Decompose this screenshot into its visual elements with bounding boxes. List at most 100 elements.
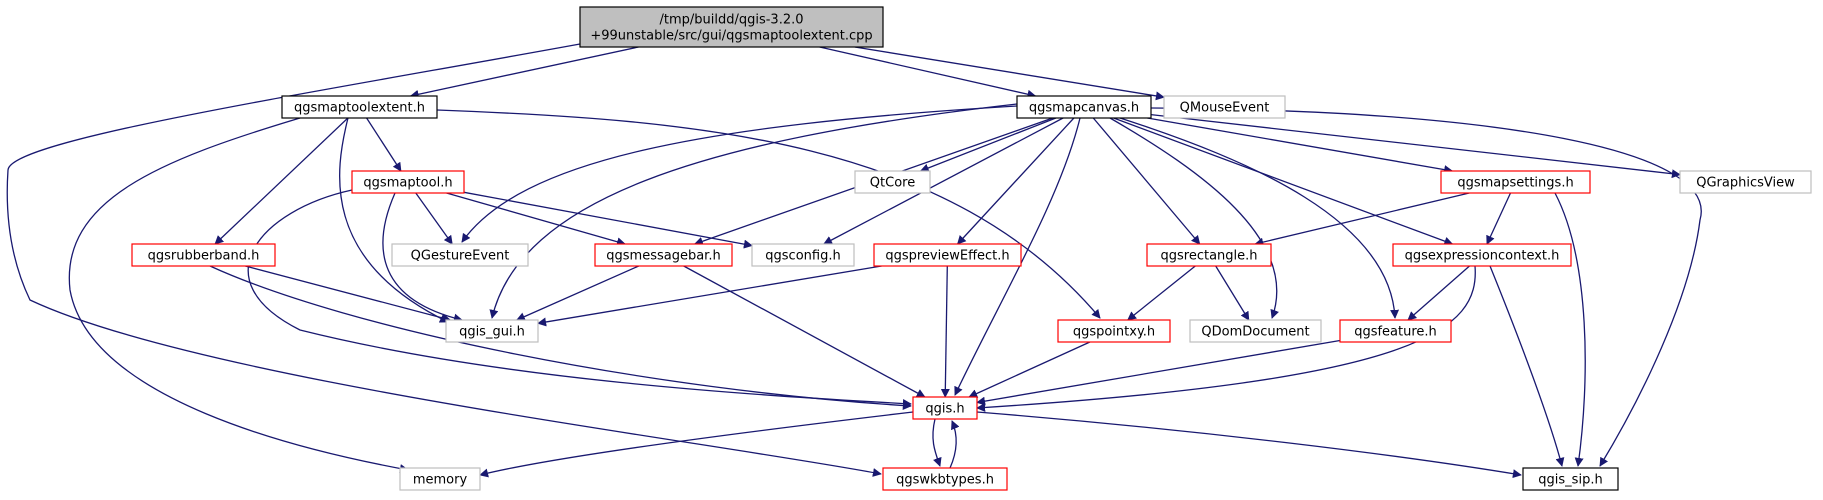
node-label-qgestureevent: QGestureEvent (411, 249, 510, 264)
node-box-qgsexpressioncontext_h[interactable] (1392, 243, 1572, 267)
node-qgis_sip_h[interactable]: qgis_sip.h (1522, 467, 1619, 491)
node-box-qgsmapcanvas_h[interactable] (1016, 95, 1152, 119)
node-box-qgswkbtypes_h[interactable] (882, 467, 1008, 491)
node-label-qgis_gui_h: qgis_gui.h (459, 325, 525, 340)
node-qgis_gui_h[interactable]: qgis_gui.h (445, 319, 539, 343)
edge-qgsmapsettings_h-to-qgsexpressioncontext_h (1486, 192, 1512, 245)
edge-qgsmessagebar_h-to-qgis_h (683, 265, 926, 398)
edge-qgsmapsettings_h-to-qgsrectangle_h (1254, 192, 1470, 247)
node-qgestureevent[interactable]: QGestureEvent (391, 243, 529, 267)
edge-qgsmapcanvas_h-to-qgspreviewEffect_h (956, 117, 1075, 245)
node-label-qgspointxy_h: qgspointxy.h (1073, 325, 1155, 340)
edge-qgsmaptool_h-to-qgsconfig_h (463, 191, 753, 249)
node-box-qgestureevent[interactable] (391, 243, 529, 267)
node-label-qgsmaptool_h: qgsmaptool.h (363, 176, 452, 191)
node-label-qgsmaptoolextent_h: qgsmaptoolextent.h (294, 101, 425, 116)
edge-qgsmaptool_h-to-qgsmessagebar_h (446, 192, 626, 247)
node-box-qgspreviewEffect_h[interactable] (873, 243, 1022, 267)
node-label-qgsrubberband_h: qgsrubberband.h (148, 249, 260, 264)
node-box-qgsmaptool_h[interactable] (351, 170, 465, 194)
node-box-qgsconfig_h[interactable] (751, 243, 855, 267)
node-label-qgis_sip_h: qgis_sip.h (1538, 473, 1602, 488)
node-label-qdomdocument: QDomDocument (1201, 325, 1309, 340)
edge-qgsmapcanvas_h-to-qgsexpressioncontext_h (1113, 117, 1454, 246)
edge-qgsmaptoolextent_h-to-qgis_gui_h (339, 117, 449, 323)
edge-qgsmaptool_h-to-qgis_gui_h (382, 192, 463, 323)
node-box-qgspointxy_h[interactable] (1057, 319, 1171, 343)
node-qgsmaptool_h[interactable]: qgsmaptool.h (351, 170, 465, 194)
node-memory[interactable]: memory (399, 467, 481, 491)
edge-qgis_h-to-qgis_sip_h (976, 411, 1522, 479)
node-box-qgsrubberband_h[interactable] (131, 243, 276, 267)
node-qgraphicsview[interactable]: QGraphicsView (1679, 170, 1812, 194)
edge-qgsmapcanvas_h-to-qtcore (919, 117, 1057, 173)
node-box-qdomdocument[interactable] (1189, 319, 1322, 343)
node-qgspointxy_h[interactable]: qgspointxy.h (1057, 319, 1171, 343)
edge-qgsmapcanvas_h-to-qgestureevent (461, 105, 1018, 243)
node-box-memory[interactable] (399, 467, 481, 491)
node-qgis_h[interactable]: qgis.h (912, 396, 978, 420)
edge-qgsmaptoolextent_h-to-qgsrubberband_h (214, 117, 349, 245)
edge-qgsmessagebar_h-to-qgis_gui_h (515, 265, 639, 321)
edge-qgsrectangle_h-to-qgspointxy_h (1127, 265, 1196, 321)
node-qgsrubberband_h[interactable]: qgsrubberband.h (131, 243, 276, 267)
node-qtcore[interactable]: QtCore (854, 170, 931, 194)
node-label-root-line-2: +99unstable/src/gui/qgsmaptoolextent.cpp (590, 29, 872, 44)
node-label-qgis_h: qgis.h (925, 402, 964, 417)
node-label-qgsmapcanvas_h: qgsmapcanvas.h (1029, 101, 1139, 116)
edge-qgspointxy_h-to-qgis_h (968, 341, 1091, 398)
edge-qgsmaptoolextent_h-to-memory (68, 117, 409, 473)
node-box-qgsmaptoolextent_h[interactable] (281, 95, 438, 119)
node-qgspreviewEffect_h[interactable]: qgspreviewEffect.h (873, 243, 1022, 267)
node-qgsconfig_h[interactable]: qgsconfig.h (751, 243, 855, 267)
node-qgsmapsettings_h[interactable]: qgsmapsettings.h (1440, 170, 1591, 194)
node-qmouseevent[interactable]: QMouseEvent (1163, 95, 1286, 119)
node-label-qmouseevent: QMouseEvent (1180, 101, 1270, 116)
node-label-qgsfeature_h: qgsfeature.h (1354, 325, 1437, 340)
edge-qgsrectangle_h-to-qdomdocument (1215, 265, 1250, 321)
node-box-qgsrectangle_h[interactable] (1146, 243, 1272, 267)
node-label-qtcore: QtCore (870, 176, 915, 191)
edge-qgsmapcanvas_h-to-qgis_h (954, 117, 1081, 396)
edge-root-to-qgsmaptoolextent_h (409, 46, 639, 99)
edge-root-to-qmouseevent (854, 46, 1165, 101)
edge-qgsmapcanvas_h-to-qgraphicsview (1150, 113, 1681, 179)
node-qgsmaptoolextent_h[interactable]: qgsmaptoolextent.h (281, 95, 438, 119)
node-label-qgsconfig_h: qgsconfig.h (765, 249, 840, 264)
node-qgsrectangle_h[interactable]: qgsrectangle.h (1146, 243, 1272, 267)
node-root[interactable]: /tmp/buildd/qgis-3.2.0+99unstable/src/gu… (579, 6, 884, 48)
edge-qgsmaptool_h-to-qgis_h (247, 189, 912, 409)
node-label-root-line-1: /tmp/buildd/qgis-3.2.0 (659, 13, 803, 28)
edge-qgsexpressioncontext_h-to-qgis_sip_h (1489, 265, 1565, 467)
node-box-qgis_h[interactable] (912, 396, 978, 420)
node-label-memory: memory (413, 473, 468, 488)
node-qgswkbtypes_h[interactable]: qgswkbtypes.h (882, 467, 1008, 491)
node-box-root[interactable] (579, 6, 884, 48)
node-qgsmessagebar_h[interactable]: qgsmessagebar.h (594, 243, 733, 267)
node-qgsfeature_h[interactable]: qgsfeature.h (1339, 319, 1452, 343)
edge-qgsmapcanvas_h-to-qgis_sip_h (1150, 107, 1702, 467)
edge-root-to-qgsmapcanvas_h (819, 46, 1037, 99)
node-label-qgswkbtypes_h: qgswkbtypes.h (896, 473, 994, 488)
node-box-qgsmessagebar_h[interactable] (594, 243, 733, 267)
nodes-layer: /tmp/buildd/qgis-3.2.0+99unstable/src/gu… (131, 6, 1812, 491)
node-box-qgraphicsview[interactable] (1679, 170, 1812, 194)
node-box-qgsmapsettings_h[interactable] (1440, 170, 1591, 194)
edge-qgsmapcanvas_h-to-qgsrectangle_h (1092, 117, 1201, 245)
node-qdomdocument[interactable]: QDomDocument (1189, 319, 1322, 343)
node-box-qgis_gui_h[interactable] (445, 319, 539, 343)
node-qgsexpressioncontext_h[interactable]: qgsexpressioncontext.h (1392, 243, 1572, 267)
node-box-qtcore[interactable] (854, 170, 931, 194)
edge-qgsrubberband_h-to-qgis_h (209, 265, 912, 410)
edge-qgsexpressioncontext_h-to-qgsfeature_h (1407, 265, 1470, 321)
edge-qgsmapsettings_h-to-qgis_sip_h (1554, 192, 1586, 467)
node-box-qgis_sip_h[interactable] (1522, 467, 1619, 491)
node-label-qgraphicsview: QGraphicsView (1696, 176, 1795, 191)
node-box-qgsfeature_h[interactable] (1339, 319, 1452, 343)
edge-qgsfeature_h-to-qgis_h (976, 339, 1341, 406)
node-label-qgsrectangle_h: qgsrectangle.h (1160, 249, 1257, 264)
edge-qgsmapcanvas_h-to-qgis_gui_h (489, 103, 1018, 319)
node-qgsmapcanvas_h[interactable]: qgsmapcanvas.h (1016, 95, 1152, 119)
node-box-qmouseevent[interactable] (1163, 95, 1286, 119)
